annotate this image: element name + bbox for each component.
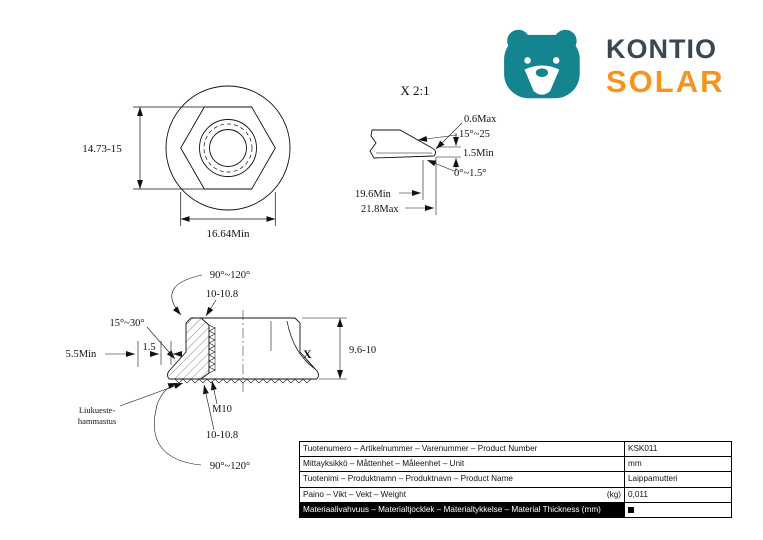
- dim-chamfer-top-label: 90°~120°: [210, 270, 250, 281]
- top-view-dimensions: [133, 106, 276, 226]
- dim-thread-depth-label: 5.5Min: [66, 349, 97, 360]
- section-view-dimensions: [105, 274, 347, 466]
- detail-view-title: X 2:1: [400, 83, 429, 98]
- row-value: KSK011: [624, 442, 731, 457]
- flange-tip-profile: [369, 129, 437, 159]
- serration-note-line2: hammastus: [78, 416, 116, 426]
- row-label: Tuotenimi – Produktnamn – Produktnavn – …: [303, 474, 513, 484]
- bear-icon: [504, 29, 580, 99]
- filled-square-mark: [628, 506, 634, 513]
- row-suffix: (kg): [606, 489, 621, 499]
- table-row: Paino – Vikt – Vekt – Weight (kg) 0,011: [300, 486, 731, 502]
- thread-pitch-circle: [203, 123, 253, 173]
- row-value: mm: [624, 457, 731, 472]
- flange-circle: [165, 85, 291, 211]
- brand-name-solar: SOLAR: [606, 64, 725, 99]
- table-row: Tuotenimi – Produktnamn – Produktnavn – …: [300, 471, 731, 487]
- detail-marker-x: X: [303, 347, 312, 361]
- row-label: Materiaalivahvuus – Materialtjocklek – M…: [303, 504, 601, 514]
- row-label: Paino – Vikt – Vekt – Weight: [303, 489, 407, 499]
- dim-outer-dia-label: 21.8Max: [361, 204, 399, 215]
- dim-height-label: 9.6-10: [349, 345, 376, 356]
- top-view-drawing: 14.73-15 16.64Min: [82, 85, 291, 240]
- dim-across-flats-label: 14.73-15: [82, 143, 122, 155]
- row-value: Laippamutteri: [624, 472, 731, 487]
- dim-inner-dia-label: 19.6Min: [355, 189, 392, 200]
- product-spec-table: Tuotenumero – Artikelnummer – Varenummer…: [299, 441, 732, 518]
- dim-tip-radius-label: 0.6Max: [464, 114, 497, 125]
- section-view-drawing: 90°~120° 10-10.8 15°~30° 5.5Min 1.5 9.6-…: [66, 270, 376, 472]
- dim-bottom-angle-label: 0°~1.5°: [454, 168, 486, 179]
- serration-note-line1: Liukueste-: [79, 405, 116, 415]
- table-row: Tuotenumero – Artikelnummer – Varenummer…: [300, 442, 731, 457]
- dim-countersink-top-label: 10-10.8: [206, 289, 238, 300]
- row-label: Mittayksikkö – Måttenhet – Måleenhet – U…: [303, 459, 465, 469]
- detail-view-dimensions: [399, 122, 463, 215]
- brand-logo: KONTIO SOLAR: [500, 26, 750, 112]
- dim-chamfer-bottom-label: 90°~120°: [210, 461, 250, 472]
- dim-chamfer-width-label: 1.5: [142, 342, 155, 353]
- hex-nut-top-view: [165, 85, 291, 211]
- section-hatching: [169, 318, 209, 379]
- hexagon-outline: [180, 106, 276, 190]
- row-label: Tuotenumero – Artikelnummer – Varenummer…: [303, 444, 538, 453]
- brand-name-kontio: KONTIO: [606, 34, 717, 64]
- table-row: Mittayksikkö – Måttenhet – Måleenhet – U…: [300, 456, 731, 472]
- dim-across-corners-label: 16.64Min: [206, 228, 250, 240]
- dim-countersink-bottom-label: 10-10.8: [206, 430, 238, 441]
- dim-flange-angle-label: 15°~30°: [109, 318, 144, 329]
- detail-view-drawing: X 2:1 0.6Max 15°~25 1.5Min 0°~1.5° 19.6M…: [355, 83, 497, 215]
- row-value: 0,011: [624, 487, 731, 502]
- bore-circle: [209, 129, 247, 167]
- thread-major-circle: [199, 119, 257, 177]
- dim-tip-thickness-label: 1.5Min: [463, 148, 494, 159]
- row-value-empty: [624, 502, 731, 517]
- dim-top-angle-label: 15°~25: [459, 129, 490, 140]
- table-row: Materiaalivahvuus – Materialtjocklek – M…: [300, 501, 731, 517]
- dim-thread-label: M10: [212, 404, 232, 415]
